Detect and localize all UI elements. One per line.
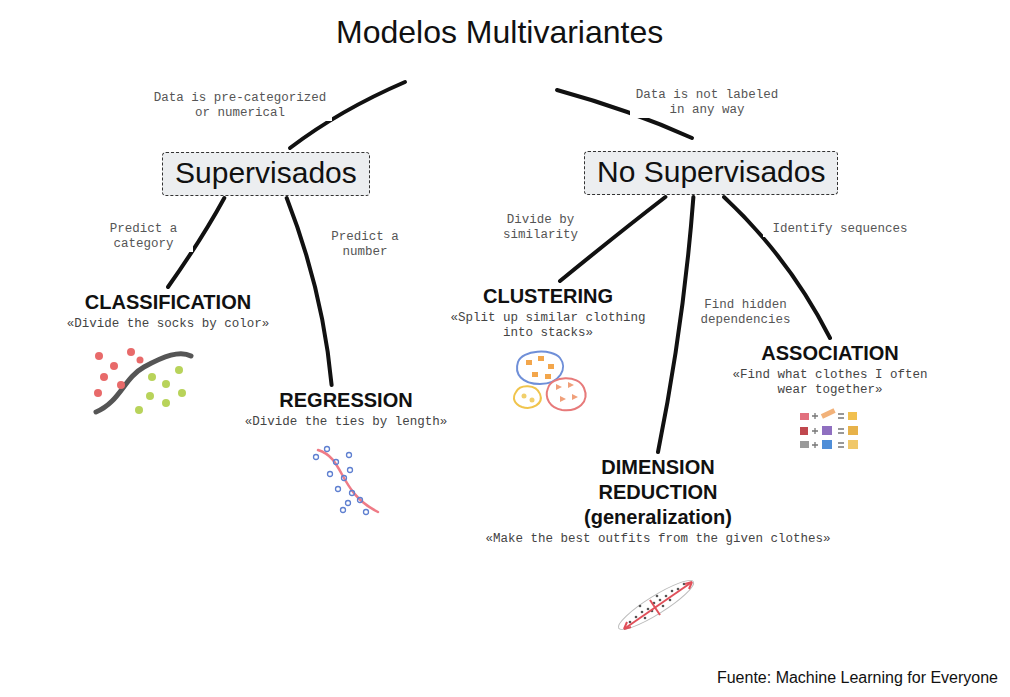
method-example: «Make the best outfits from the given cl…	[458, 532, 858, 547]
method-title: REGRESSION	[226, 388, 466, 413]
branch-connector	[287, 198, 332, 385]
method-node: DIMENSION REDUCTION (generalization) «Mak…	[458, 455, 858, 547]
method-example: «Divide the socks by color»	[48, 317, 288, 332]
branch-label: Data is pre-categorized or numerical	[148, 91, 332, 121]
diagram-title: Modelos Multivariantes	[336, 14, 663, 51]
branch-label: Data is not labeled in any way	[630, 88, 784, 118]
regression-icon	[314, 447, 379, 515]
category-title: No Supervisados	[597, 155, 825, 189]
association-icon	[800, 408, 858, 449]
method-title: ASSOCIATION	[725, 341, 935, 366]
edge-label: Divide by similarity	[486, 213, 595, 243]
category-box: No Supervisados	[584, 151, 838, 195]
branch-connector	[658, 197, 693, 452]
classification-icon	[94, 348, 191, 414]
edge-label: Find hidden dependencies	[696, 298, 795, 328]
method-title: CLASSIFICATION	[48, 290, 288, 315]
edge-label: Identify sequences	[763, 222, 917, 237]
edge-label: Predict a number	[323, 230, 407, 260]
method-node: CLASSIFICATION «Divide the socks by color…	[48, 290, 288, 332]
method-node: ASSOCIATION«Find what clothes I often we…	[725, 341, 935, 398]
category-title: Supervisados	[175, 156, 357, 190]
method-title: CLUSTERING	[448, 284, 648, 309]
dimension-reduction-icon	[614, 574, 698, 636]
clustering-icon	[514, 352, 586, 411]
source-note: Fuente: Machine Learning for Everyone	[717, 669, 998, 687]
method-node: REGRESSION «Divide the ties by length»	[226, 388, 466, 430]
method-node: CLUSTERING«Split up similar clothing int…	[448, 284, 648, 341]
edge-label: Predict a category	[94, 222, 193, 252]
method-example: «Divide the ties by length»	[226, 415, 466, 430]
method-example: «Split up similar clothing into stacks»	[448, 311, 648, 341]
method-example: «Find what clothes I often wear together…	[725, 368, 935, 398]
method-title: DIMENSION REDUCTION (generalization)	[558, 455, 758, 530]
category-box: Supervisados	[162, 152, 370, 196]
